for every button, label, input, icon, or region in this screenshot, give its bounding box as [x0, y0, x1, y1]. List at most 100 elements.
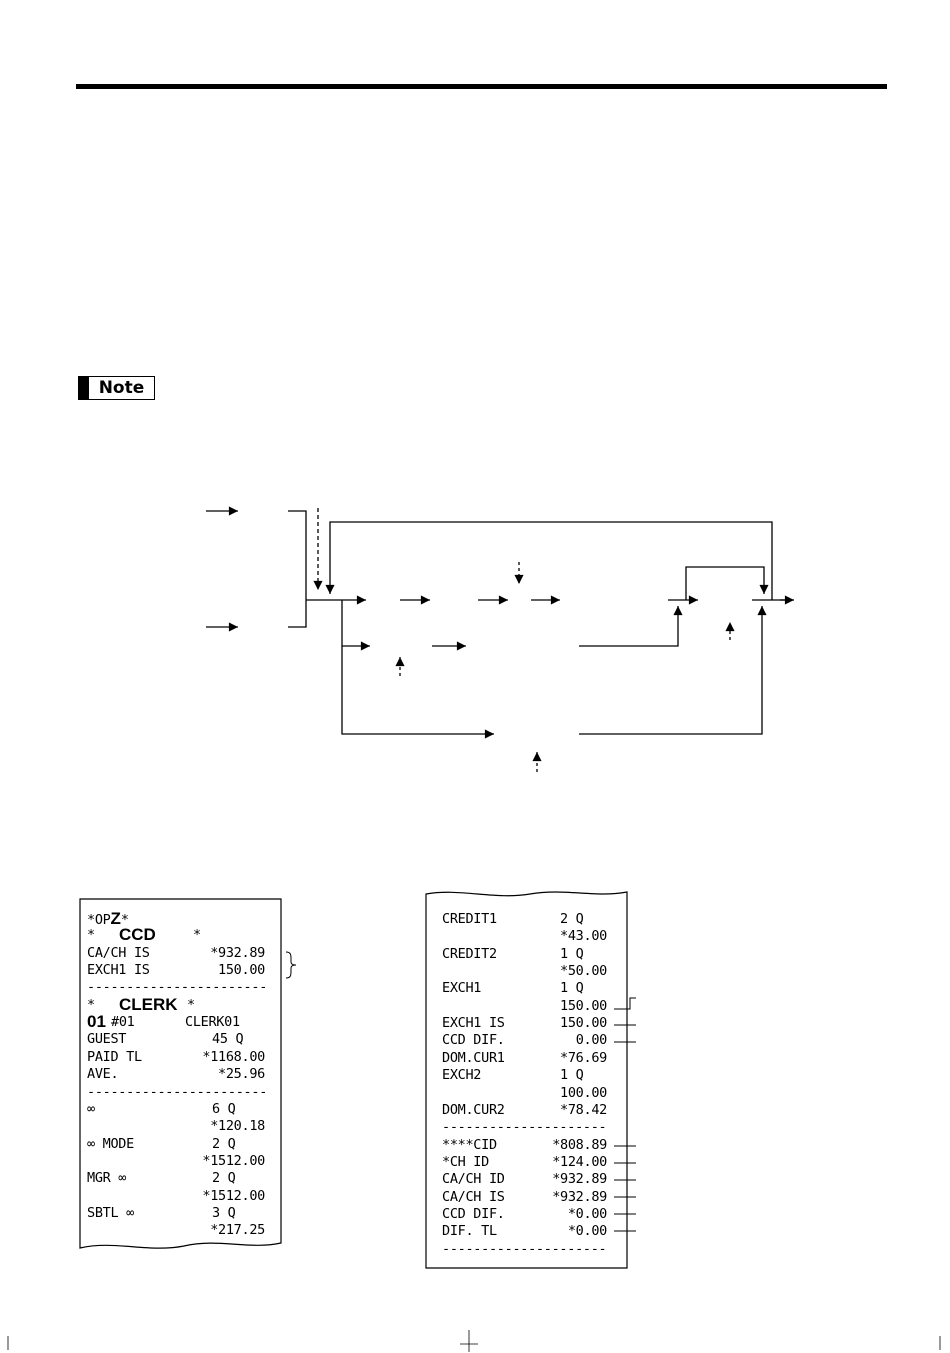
line-amount: *808.89 [552, 1136, 607, 1153]
line-amount: *25.96 [218, 1066, 265, 1083]
line-count: 2 Q [212, 1170, 236, 1187]
line-amount: *0.00 [567, 1223, 607, 1240]
line-label: EXCH1 [442, 980, 482, 997]
line-label: PAID TL [87, 1048, 142, 1065]
top-loop-line [325, 521, 773, 600]
note-label-bar [79, 377, 89, 399]
receipt-line: DIF. TL *0.00 [442, 1223, 612, 1240]
receipt-line: *CCD* [87, 925, 265, 945]
branch-2-start [341, 600, 371, 651]
receipt-line: ****CID *808.89 [442, 1137, 612, 1154]
receipt-line: CCD DIF.*0.00 [442, 1206, 612, 1223]
receipt-line: ∞6 Q [87, 1101, 265, 1118]
receipt-line: *217.25 [87, 1222, 265, 1239]
ccd-brace [285, 951, 297, 979]
line-amount: *1512.00 [202, 1187, 265, 1204]
line-amount: *124.00 [552, 1153, 607, 1170]
line-amount: *1168.00 [202, 1048, 265, 1065]
line-label: CCD DIF. [442, 1032, 505, 1049]
line-amount: *78.42 [560, 1101, 607, 1118]
receipt-line: *50.00 [442, 963, 612, 980]
receipt-line: ------------------------ [87, 979, 265, 996]
branch-3-start [341, 646, 495, 739]
line-amount: *217.25 [210, 1222, 265, 1239]
flow-diagram [206, 506, 794, 772]
receipt-line: SBTL ∞ 3 Q [87, 1205, 265, 1222]
line-label: MGR ∞ [87, 1170, 127, 1187]
line-label: SBTL ∞ [87, 1204, 134, 1221]
title-star-right: * [187, 996, 195, 1013]
branch-3-join [579, 606, 767, 735]
small-right-loop [685, 566, 769, 600]
line-label: CREDIT2 [442, 945, 497, 962]
line-label: GUEST [87, 1031, 127, 1048]
line-count: 3 Q [212, 1204, 236, 1221]
right-receipt-leaders [614, 997, 636, 1232]
clerk-number: 01 [87, 1012, 106, 1032]
receipt-line: CREDIT2 1 Q [442, 946, 612, 963]
receipt-line: *1512.00 [87, 1188, 265, 1205]
note-label: Note [78, 376, 155, 400]
line-label: ****CID [442, 1136, 497, 1153]
line-amount: *932.89 [210, 944, 265, 961]
receipt-line: *CLERK* [87, 994, 265, 1014]
clerk-name: CLERK01 [185, 1014, 240, 1031]
line-label: DOM.CUR1 [442, 1049, 505, 1066]
header-mode: Z [110, 909, 121, 928]
line-amount: 0.00 [575, 1032, 608, 1049]
receipt-left-outline [79, 898, 282, 1249]
line-label: DIF. TL [442, 1223, 497, 1240]
receipt-line: 150.00 [442, 998, 612, 1015]
receipt-line: CA/CH IS *932.89 [87, 945, 265, 962]
line-amount: *0.00 [567, 1205, 607, 1222]
title-star-right: * [193, 927, 201, 944]
line-amount: 100.00 [560, 1084, 607, 1101]
line-amount: *932.89 [552, 1188, 607, 1205]
receipt-line: AVE. *25.96 [87, 1066, 265, 1083]
receipt-line: MGR ∞ 2 Q [87, 1170, 265, 1187]
line-label: CA/CH IS [87, 944, 150, 961]
note-label-text: Note [98, 378, 145, 398]
receipt-line: CA/CH ID*932.89 [442, 1171, 612, 1188]
clerk-code: #01 [111, 1014, 135, 1031]
receipt-line: *1512.00 [87, 1153, 265, 1170]
receipt-line: ------------------------ [442, 1119, 612, 1136]
line-amount: 150.00 [560, 997, 607, 1014]
crop-marks [7, 1330, 941, 1352]
receipt-line: *OPZ* [87, 909, 265, 928]
line-label: EXCH1 IS [87, 962, 150, 979]
line-amount: *120.18 [210, 1118, 265, 1135]
line-label: CA/CH IS [442, 1188, 505, 1205]
receipt-line: 100.00 [442, 1085, 612, 1102]
receipt-line: EXCH1 1 Q [442, 980, 612, 997]
receipt-line: ------------------------ [442, 1241, 612, 1258]
report-title: CCD [119, 925, 156, 945]
line-count: 1 Q [560, 980, 584, 997]
receipt-right-outline [425, 891, 628, 1269]
receipt-line: PAID TL *1168.00 [87, 1049, 265, 1066]
receipt-line: *120.18 [87, 1118, 265, 1135]
receipt-line: DOM.CUR2 *78.42 [442, 1102, 612, 1119]
input-bracket [288, 510, 307, 628]
line-amount: *76.69 [560, 1049, 607, 1066]
line-count: 2 Q [212, 1135, 236, 1152]
line-count: 1 Q [560, 945, 584, 962]
line-label: AVE. [87, 1066, 119, 1083]
line-label: *CH ID [442, 1153, 489, 1170]
receipt-line: ------------------------ [87, 1084, 265, 1101]
dashed-separator: ------------------------ [87, 979, 265, 996]
receipt-line: *43.00 [442, 928, 612, 945]
line-amount: 150.00 [560, 1015, 607, 1032]
line-label: DOM.CUR2 [442, 1101, 505, 1118]
line-amount: *43.00 [560, 928, 607, 945]
header-prefix: *OP [87, 912, 111, 928]
receipt-line: DOM.CUR1 *76.69 [442, 1050, 612, 1067]
report-title: CLERK [119, 994, 178, 1014]
